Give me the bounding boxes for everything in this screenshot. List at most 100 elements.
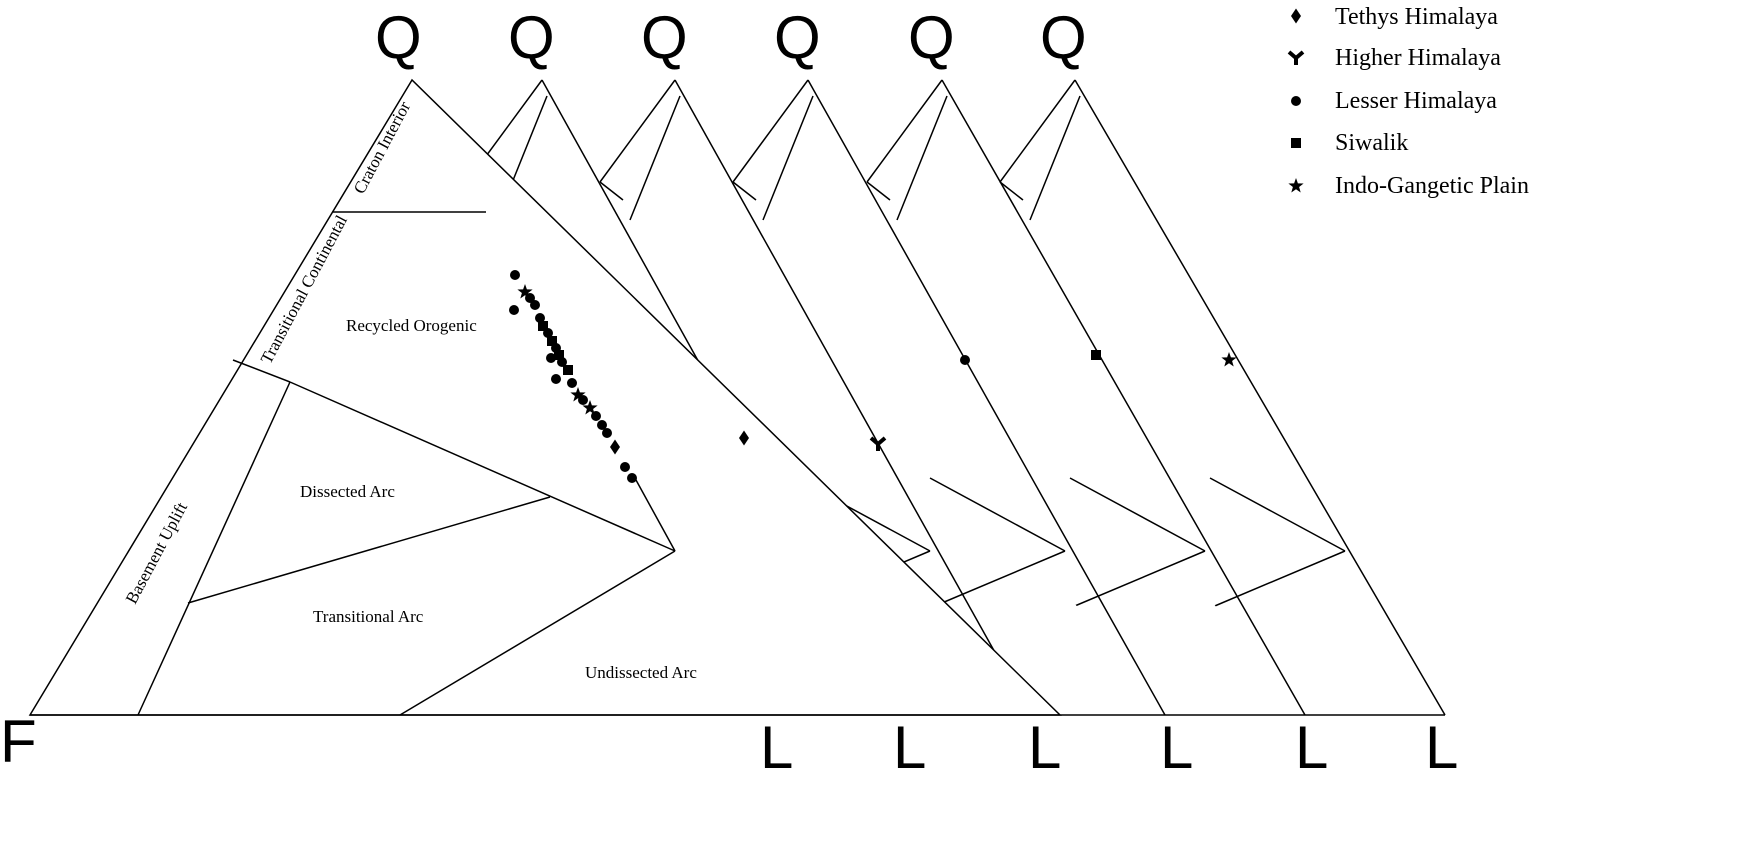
stacked-arc-boundary — [1209, 550, 1346, 609]
legend-label-tethys: Tethys Himalaya — [1335, 4, 1498, 30]
field-label-recycled-orogenic: Recycled Orogenic — [346, 316, 477, 335]
recycled-orogenic-right-boundary — [635, 479, 676, 552]
apex-l-label: L — [1028, 714, 1061, 781]
sample-point — [546, 353, 556, 363]
circle-marker — [627, 473, 637, 483]
apex-q-label: Q — [1040, 4, 1087, 71]
square-marker — [554, 350, 564, 360]
sample-point — [582, 400, 598, 415]
stacked-arc-boundary — [929, 550, 1066, 609]
stacked-right-edge — [807, 79, 1166, 716]
stacked-left-edge — [999, 79, 1076, 183]
circle-marker — [543, 328, 553, 338]
circle-marker — [551, 374, 561, 384]
stacked-left-edge — [999, 181, 1024, 201]
stacked-orogen-boundary — [1209, 477, 1346, 552]
square-marker — [563, 365, 573, 375]
sample-point — [538, 321, 548, 331]
circle-marker — [591, 411, 601, 421]
legend-label-higher: Higher Himalaya — [1335, 45, 1501, 71]
circle-marker — [602, 428, 612, 438]
diamond-marker — [610, 439, 620, 455]
circle-marker — [530, 300, 540, 310]
circle-marker — [620, 462, 630, 472]
sample-point — [509, 305, 519, 315]
field-label-undissected-arc: Undissected Arc — [585, 663, 697, 682]
transitional-arc-lower-boundary — [399, 550, 676, 716]
circle-marker — [1291, 96, 1301, 106]
stacked-craton-boundary — [762, 95, 814, 221]
sample-point — [1091, 350, 1101, 360]
apex-q-label: Q — [508, 4, 555, 71]
star-marker — [570, 387, 586, 402]
legend-marker — [1288, 178, 1304, 193]
apex-q-label: Q — [908, 4, 955, 71]
dissected-arc-lower-boundary — [187, 496, 551, 604]
circle-marker — [525, 293, 535, 303]
sample-point — [578, 395, 588, 405]
sample-point — [627, 473, 637, 483]
sample-point — [551, 374, 561, 384]
y-marker — [1287, 50, 1305, 65]
stacked-left-edge — [732, 79, 809, 183]
circle-marker — [960, 355, 970, 365]
sample-point — [610, 439, 620, 455]
diamond-marker — [1291, 8, 1301, 24]
sample-point — [602, 428, 612, 438]
legend-marker — [1291, 96, 1301, 106]
star-marker — [1288, 178, 1304, 193]
sample-point — [530, 300, 540, 310]
stacked-craton-boundary — [1029, 95, 1081, 221]
apex-l-label: L — [1160, 714, 1193, 781]
apex-f-label: F — [0, 708, 37, 775]
apex-q-label: Q — [774, 4, 821, 71]
sample-point — [1221, 352, 1237, 367]
square-marker — [1291, 138, 1301, 148]
legend-label-siwalik: Siwalik — [1335, 130, 1408, 156]
legend: Tethys Himalaya Higher Himalaya Lesser H… — [1287, 4, 1529, 199]
stacked-craton-boundary — [629, 95, 681, 221]
recycled-orogenic-lower-boundary — [289, 381, 676, 552]
apex-l-label: L — [760, 714, 793, 781]
sample-point — [739, 430, 749, 446]
circle-marker — [510, 270, 520, 280]
stacked-orogen-boundary — [1069, 477, 1206, 552]
legend-marker — [1287, 50, 1305, 65]
sample-point — [517, 284, 533, 299]
star-marker — [517, 284, 533, 299]
stacked-orogen-boundary — [929, 477, 1066, 552]
sample-point — [557, 357, 567, 367]
sample-point — [510, 270, 520, 280]
square-marker — [547, 336, 557, 346]
legend-marker — [1291, 138, 1301, 148]
sample-point — [547, 336, 557, 346]
apex-q-label: Q — [641, 4, 688, 71]
transitional-continental-boundary — [232, 359, 291, 383]
legend-label-igp: Indo-Gangetic Plain — [1335, 173, 1529, 199]
main-triangle — [28, 78, 1445, 716]
field-label-transitional-arc: Transitional Arc — [313, 607, 424, 626]
stacked-craton-boundary — [896, 95, 948, 221]
sample-point — [563, 365, 573, 375]
circle-marker — [535, 313, 545, 323]
legend-label-lesser: Lesser Himalaya — [1335, 88, 1497, 114]
apex-l-label: L — [893, 714, 926, 781]
sample-point — [620, 462, 630, 472]
circle-marker — [597, 420, 607, 430]
legend-marker — [1291, 8, 1301, 24]
apex-q-label: Q — [375, 4, 422, 71]
field-label-dissected-arc: Dissected Arc — [300, 482, 395, 501]
circle-marker — [546, 353, 556, 363]
stacked-left-edge — [866, 181, 891, 201]
diamond-marker — [739, 430, 749, 446]
sample-point — [591, 411, 601, 421]
basement-uplift-boundary — [137, 381, 291, 716]
sample-point — [570, 387, 586, 402]
square-marker — [1091, 350, 1101, 360]
star-marker — [582, 400, 598, 415]
circle-marker — [509, 305, 519, 315]
stacked-left-edge — [599, 79, 676, 183]
stacked-right-edge — [674, 79, 1031, 716]
